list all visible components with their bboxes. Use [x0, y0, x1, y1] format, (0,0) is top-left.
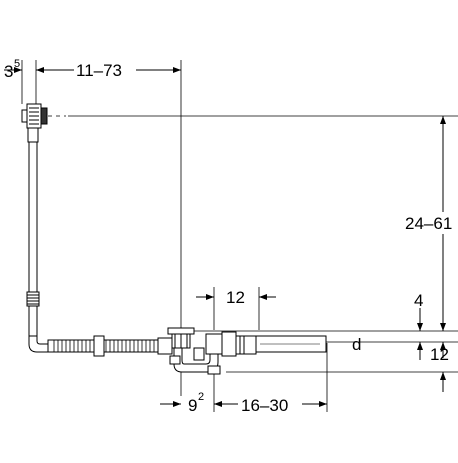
- arrowhead: [14, 67, 22, 73]
- arrowhead: [440, 323, 446, 331]
- spacing-label: 12: [226, 288, 245, 307]
- arrowhead: [440, 372, 446, 380]
- drain-assembly: [167, 327, 327, 375]
- arrowhead: [36, 67, 44, 73]
- rise-label: 4: [414, 291, 423, 310]
- overflow-rosette: [21, 109, 28, 123]
- hose-clamp: [93, 335, 105, 357]
- extension-lines: [21, 60, 458, 412]
- drain-fitting: [169, 355, 181, 365]
- outlet-connector: [221, 331, 237, 357]
- pipe-elbow: [28, 335, 49, 353]
- arrowhead: [440, 342, 446, 350]
- pipe-connector: [27, 127, 39, 143]
- arrowheads: [14, 67, 446, 407]
- overflow-nut: [40, 107, 48, 125]
- horizontal-reach-label: 11–73: [76, 61, 122, 80]
- drain-flange: [167, 327, 195, 335]
- arrowhead: [440, 116, 446, 124]
- dimension-labels: 3 5 11–73 24–61 12 4 12 d 9 2 16–30: [4, 58, 458, 416]
- arrowhead: [214, 401, 222, 407]
- waste-offset-superscript: 2: [198, 391, 204, 403]
- trap-nut: [193, 347, 205, 361]
- arrowhead: [417, 323, 423, 331]
- outlet-height-label: 12: [430, 345, 449, 364]
- flexible-hose: [47, 335, 173, 357]
- outlet-nut: [235, 335, 257, 355]
- arrowhead: [259, 294, 267, 300]
- trap-cleanout: [207, 365, 221, 375]
- trap-riser: [205, 333, 223, 355]
- arrowhead: [417, 342, 423, 350]
- offset-superscript: 5: [14, 58, 20, 70]
- arrowhead: [206, 294, 214, 300]
- overflow-head: [21, 103, 48, 129]
- overflow-pipe: [26, 127, 49, 353]
- lower-vertical-pipe: [28, 305, 38, 337]
- offset-label: 3: [4, 62, 13, 81]
- waste-offset-label: 9: [188, 396, 197, 415]
- diameter-label: d: [352, 335, 361, 354]
- vertical-pipe: [28, 141, 38, 293]
- vertical-reach-label: 24–61: [405, 214, 452, 233]
- arrowhead: [173, 401, 181, 407]
- arrowhead: [319, 401, 327, 407]
- hose-connector: [157, 337, 173, 355]
- pipe-length-label: 16–30: [241, 396, 288, 415]
- arrowhead: [173, 67, 181, 73]
